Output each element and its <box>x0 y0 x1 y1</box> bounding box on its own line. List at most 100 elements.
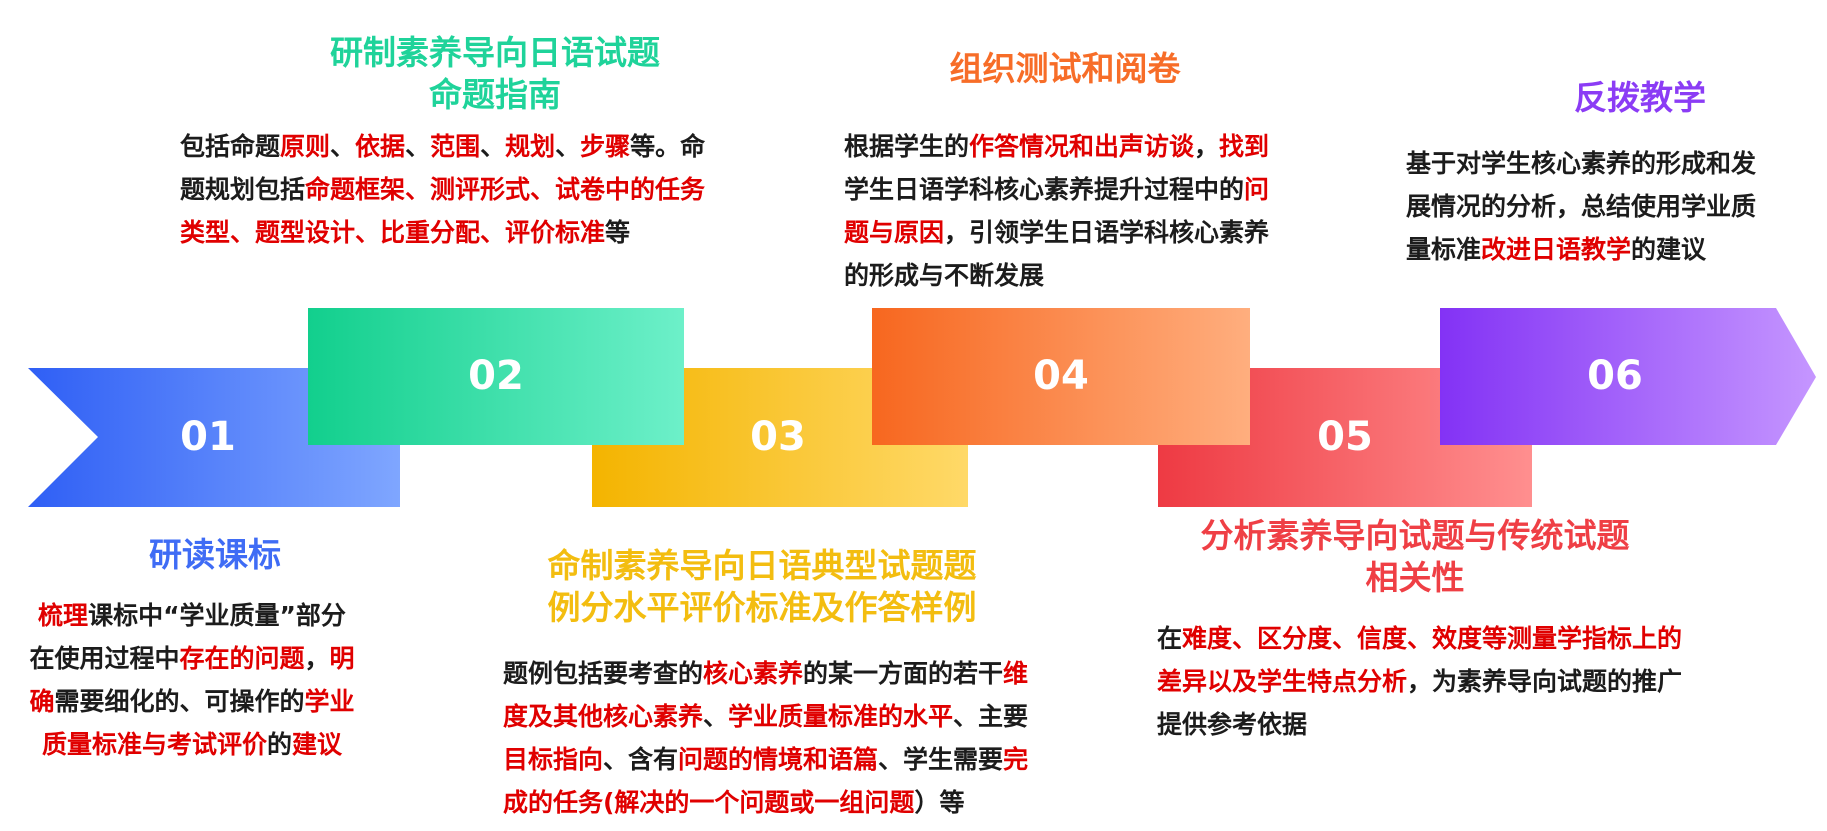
step-02-title: 研制素养导向日语试题命题指南 <box>290 32 700 116</box>
highlight-text: 找到 <box>1219 132 1270 161</box>
description-line: 在使用过程中存在的问题，明 <box>8 637 376 680</box>
title-line: 研读课标 <box>149 535 281 574</box>
highlight-text: 存在的问题 <box>179 644 305 673</box>
highlight-text: 明 <box>329 644 355 673</box>
panel-02 <box>308 308 684 445</box>
step-06-description: 基于对学生核心素养的形成和发展情况的分析，总结使用学业质量标准改进日语教学的建议 <box>1406 142 1824 271</box>
step-04-title: 组织测试和阅卷 <box>920 48 1210 90</box>
body-text: 、含有 <box>603 745 679 774</box>
body-text: 包括命题 <box>180 132 281 161</box>
highlight-text: 质量标准与考试评价 <box>41 730 267 759</box>
body-text: 在 <box>1157 624 1183 653</box>
step-01-number: 01 <box>180 414 236 460</box>
highlight-text: 建议 <box>292 730 343 759</box>
description-line: 根据学生的作答情况和出声访谈，找到 <box>844 125 1364 168</box>
step-06-title: 反拨教学 <box>1520 77 1760 119</box>
body-text: ，引领学生日语学科核心素养 <box>944 218 1270 247</box>
body-text: 量标准 <box>1406 235 1482 264</box>
step-02-number: 02 <box>468 353 524 399</box>
highlight-text: 题与原因 <box>844 218 945 247</box>
body-text: 的形成与不断发展 <box>844 261 1045 290</box>
body-text: 需要细化的、可操作的 <box>54 687 305 716</box>
body-text: 课标中“学业质量”部分 <box>88 601 346 630</box>
body-text: ，为素养导向试题的推广 <box>1407 667 1683 696</box>
highlight-text: 改进日语教学 <box>1481 235 1632 264</box>
step-05-number: 05 <box>1317 414 1373 460</box>
body-text: 、 <box>480 132 506 161</box>
title-line: 例分水平评价标准及作答样例 <box>547 588 977 627</box>
title-line: 反拨教学 <box>1574 78 1706 117</box>
highlight-text: 命题框架、测评形式、试卷中的任务 <box>305 175 706 204</box>
step-05-description: 在难度、区分度、信度、效度等测量学指标上的差异以及学生特点分析，为素养导向试题的… <box>1157 617 1797 746</box>
title-line: 相关性 <box>1365 558 1465 597</box>
description-line: 在难度、区分度、信度、效度等测量学指标上的 <box>1157 617 1797 660</box>
body-text: 题规划包括 <box>180 175 306 204</box>
body-text: 的 <box>266 730 292 759</box>
body-text: 、 <box>555 132 581 161</box>
panel-04 <box>872 308 1250 445</box>
highlight-text: 确 <box>29 687 55 716</box>
highlight-text: 依据 <box>355 132 406 161</box>
body-text: 学生日语学科核心素养提升过程中的 <box>844 175 1245 204</box>
step-03-number: 03 <box>750 414 806 460</box>
step-01-description: 梳理课标中“学业质量”部分在使用过程中存在的问题，明确需要细化的、可操作的学业质… <box>8 594 376 766</box>
highlight-text: 范围 <box>430 132 481 161</box>
highlight-text: 目标指向 <box>503 745 604 774</box>
body-text: 、 <box>405 132 431 161</box>
highlight-text: 维 <box>1003 659 1029 688</box>
step-04-description: 根据学生的作答情况和出声访谈，找到学生日语学科核心素养提升过程中的问题与原因，引… <box>844 125 1364 297</box>
body-text: 根据学生的 <box>844 132 970 161</box>
panel-06 <box>1440 308 1816 445</box>
step-03-title: 命制素养导向日语典型试题题例分水平评价标准及作答样例 <box>512 545 1012 629</box>
step-02-description: 包括命题原则、依据、范围、规划、步骤等。命题规划包括命题框架、测评形式、试卷中的… <box>180 125 780 254</box>
highlight-text: 完 <box>1003 745 1029 774</box>
highlight-text: 类型、题型设计、比重分配、评价标准 <box>180 218 606 247</box>
description-line: 度及其他核心素养、学业质量标准的水平、主要 <box>503 695 1123 738</box>
body-text: 基于对学生核心素养的形成和发 <box>1406 149 1757 178</box>
body-text: 、主要 <box>953 702 1029 731</box>
step-06-number: 06 <box>1587 353 1643 399</box>
step-05-title: 分析素养导向试题与传统试题相关性 <box>1155 515 1675 599</box>
body-text: ）等 <box>914 788 965 817</box>
description-line: 差异以及学生特点分析，为素养导向试题的推广 <box>1157 660 1797 703</box>
description-line: 题例包括要考查的核心素养的某一方面的若干维 <box>503 652 1123 695</box>
description-line: 类型、题型设计、比重分配、评价标准等 <box>180 211 780 254</box>
description-line: 基于对学生核心素养的形成和发 <box>1406 142 1824 185</box>
body-text: ， <box>1194 132 1220 161</box>
panel-01 <box>28 368 400 507</box>
highlight-text: 规划 <box>505 132 556 161</box>
description-line: 确需要细化的、可操作的学业 <box>8 680 376 723</box>
description-line: 质量标准与考试评价的建议 <box>8 723 376 766</box>
step-03-description: 题例包括要考查的核心素养的某一方面的若干维度及其他核心素养、学业质量标准的水平、… <box>503 652 1123 824</box>
highlight-text: 学业 <box>304 687 355 716</box>
highlight-text: 作答情况和出声访谈 <box>969 132 1195 161</box>
description-line: 学生日语学科核心素养提升过程中的问 <box>844 168 1364 211</box>
body-text: 的建议 <box>1631 235 1707 264</box>
title-line: 组织测试和阅卷 <box>949 49 1181 88</box>
description-line: 量标准改进日语教学的建议 <box>1406 228 1824 271</box>
panel-05 <box>1158 368 1532 507</box>
body-text: 、 <box>703 702 729 731</box>
highlight-text: 原则 <box>280 132 331 161</box>
description-line: 梳理课标中“学业质量”部分 <box>8 594 376 637</box>
body-text: 等。命 <box>630 132 706 161</box>
description-line: 包括命题原则、依据、范围、规划、步骤等。命 <box>180 125 780 168</box>
description-line: 的形成与不断发展 <box>844 254 1364 297</box>
description-line: 目标指向、含有问题的情境和语篇、学生需要完 <box>503 738 1123 781</box>
highlight-text: 成的任务(解决的一个问题或一组问题 <box>503 788 915 817</box>
title-line: 分析素养导向试题与传统试题 <box>1200 516 1630 555</box>
body-text: 的某一方面的若干 <box>803 659 1004 688</box>
highlight-text: 核心素养 <box>703 659 804 688</box>
highlight-text: 问题的情境和语篇 <box>678 745 879 774</box>
highlight-text: 学业质量标准的水平 <box>728 702 954 731</box>
body-text: 题例包括要考查的 <box>503 659 704 688</box>
description-line: 展情况的分析，总结使用学业质 <box>1406 185 1824 228</box>
body-text: 等 <box>605 218 631 247</box>
title-line: 研制素养导向日语试题 <box>330 33 660 72</box>
description-line: 成的任务(解决的一个问题或一组问题）等 <box>503 781 1123 824</box>
body-text: 提供参考依据 <box>1157 710 1308 739</box>
step-01-title: 研读课标 <box>100 534 330 576</box>
title-line: 命制素养导向日语典型试题题 <box>547 546 977 585</box>
description-line: 提供参考依据 <box>1157 703 1797 746</box>
